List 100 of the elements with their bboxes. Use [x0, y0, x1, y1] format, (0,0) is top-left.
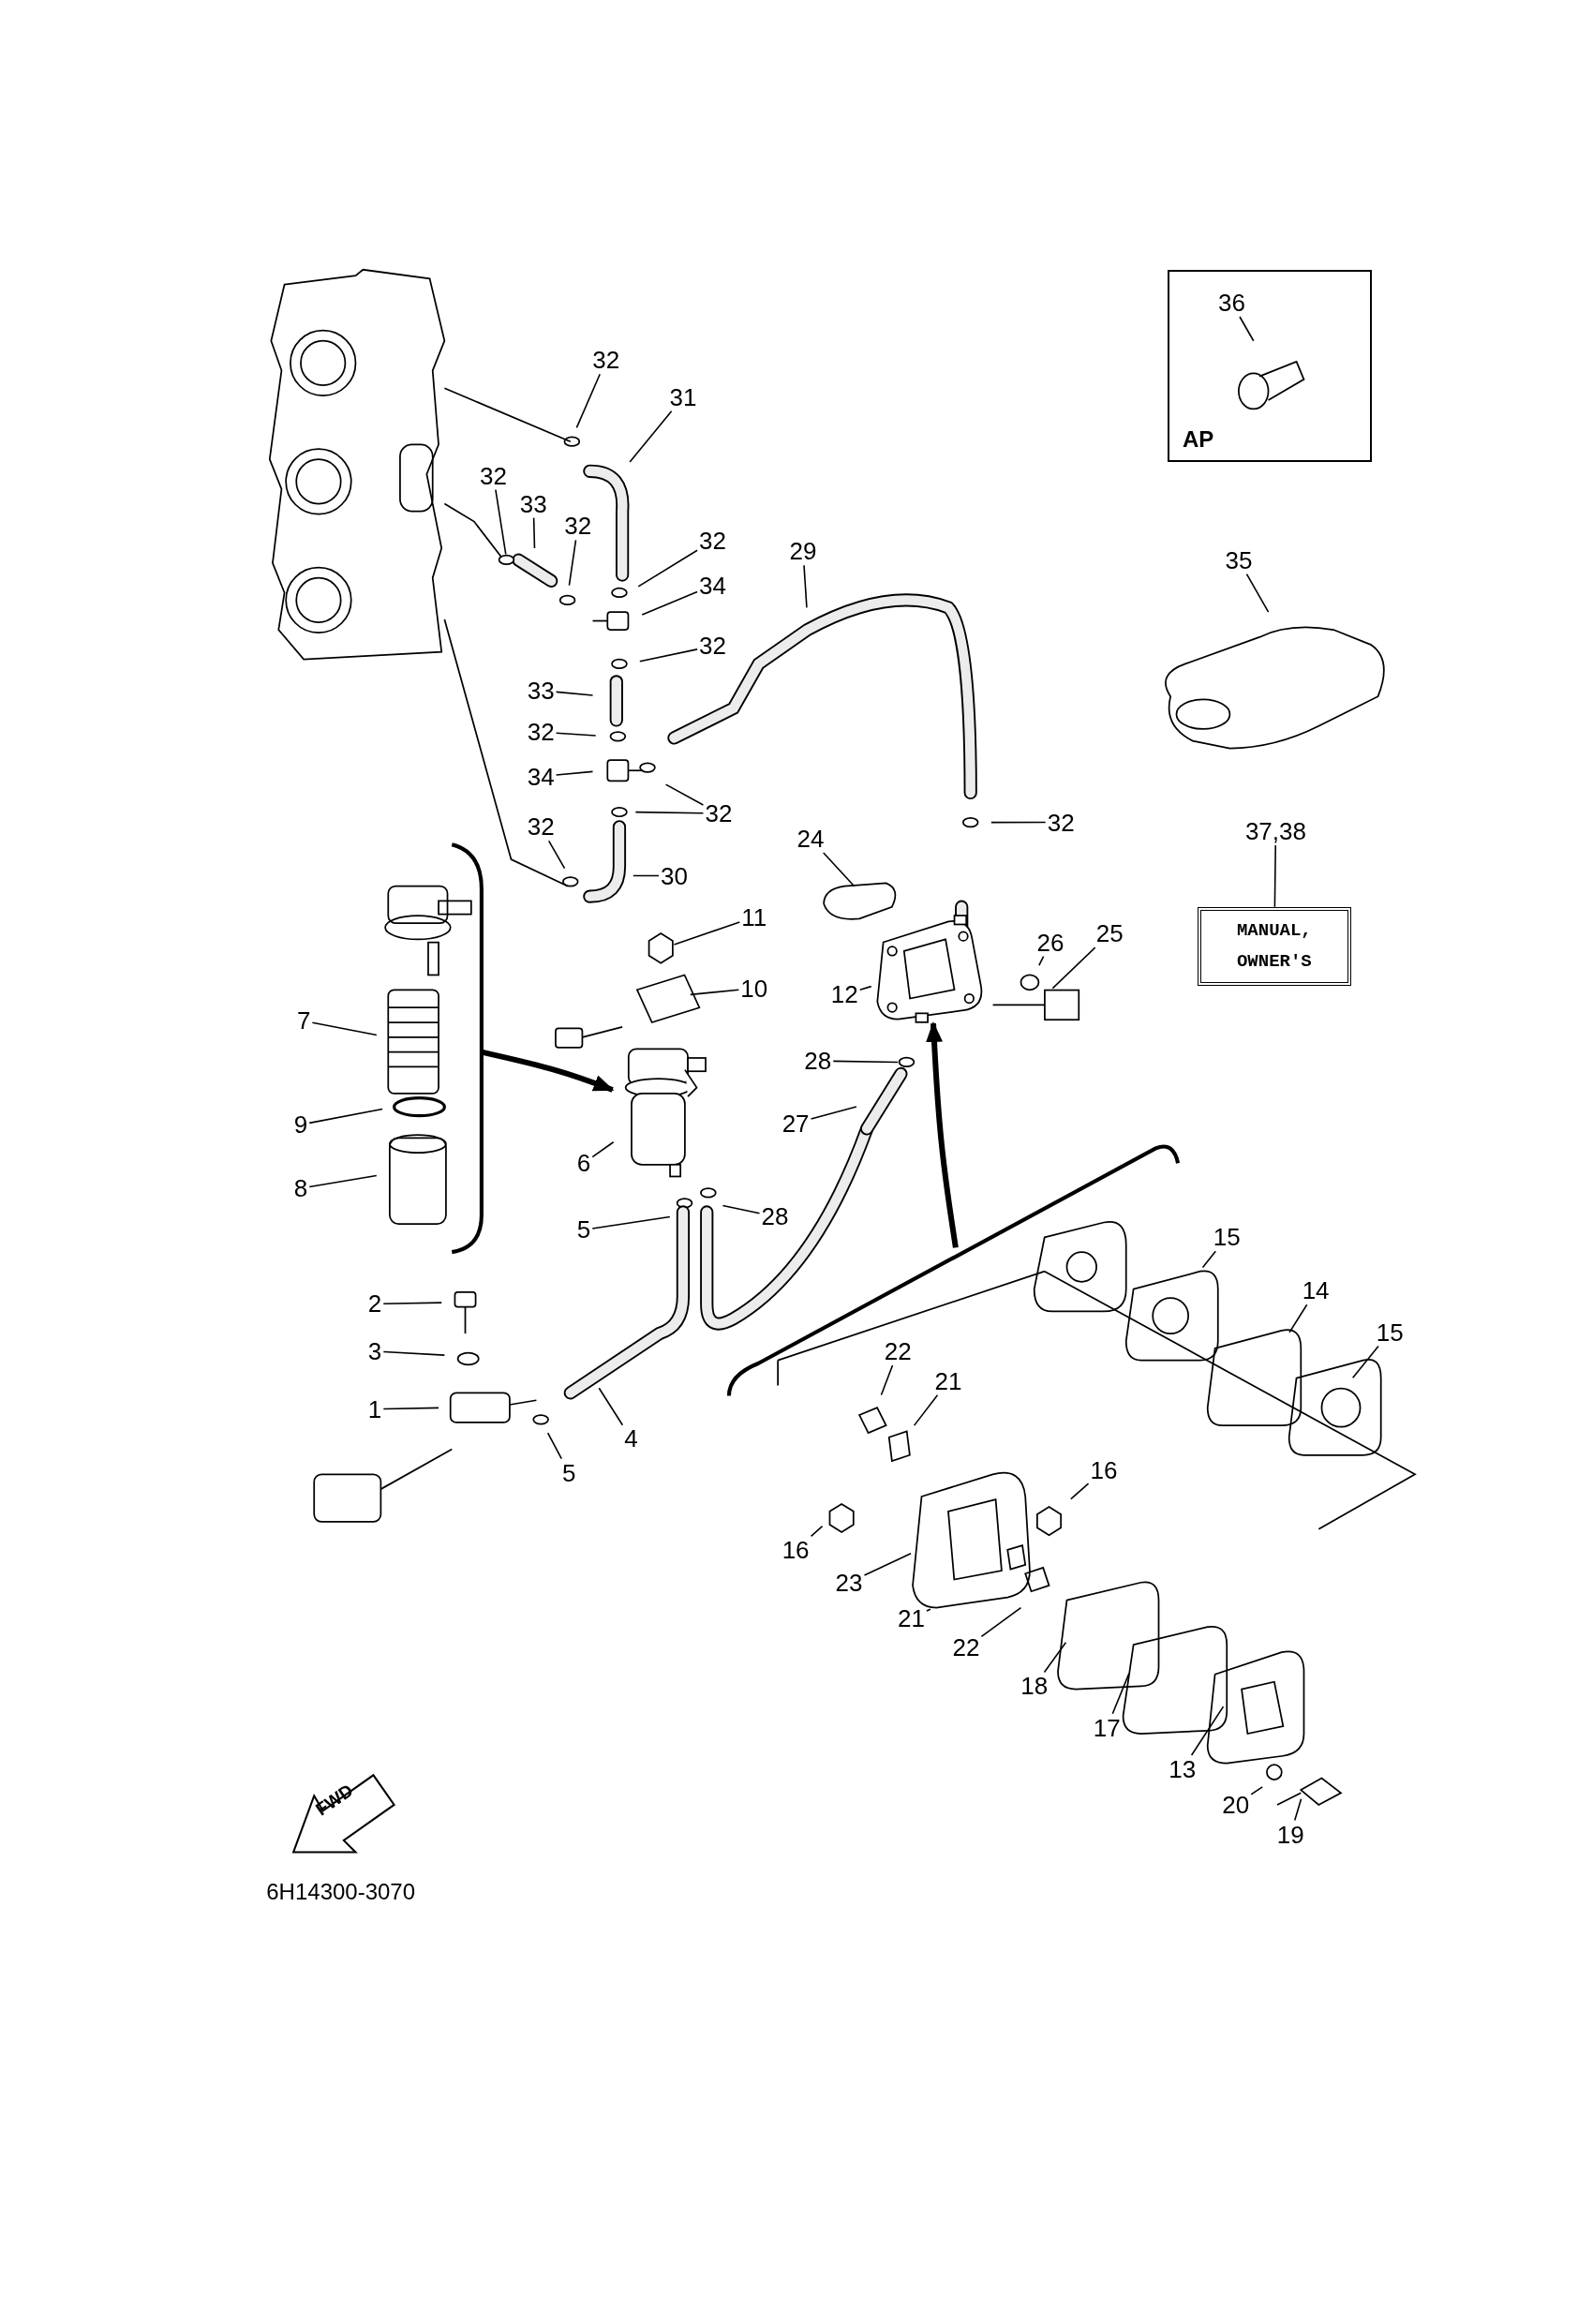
callout-number: 33 — [519, 491, 547, 516]
hose-clamp-ring — [498, 554, 516, 566]
callout-number: 5 — [561, 1460, 576, 1485]
callout-number: 16 — [782, 1537, 810, 1562]
callout-number: 25 — [1095, 921, 1124, 946]
leader-line — [926, 1608, 931, 1612]
callout-number: 22 — [884, 1339, 912, 1364]
leader-line — [1070, 1482, 1090, 1500]
drawing-number: 6H14300-3070 — [266, 1879, 416, 1906]
callout-number: 14 — [1302, 1278, 1330, 1304]
leader-line — [382, 1302, 442, 1305]
callout-number: 32 — [1047, 810, 1075, 835]
leader-line — [637, 549, 698, 588]
callout-number: 32 — [592, 348, 620, 373]
leader-line — [634, 811, 705, 814]
callout-number: 6 — [576, 1151, 591, 1176]
leader-line — [308, 1108, 383, 1125]
leader-line — [880, 1364, 894, 1396]
callout-number: 21 — [898, 1605, 925, 1631]
inset-panel — [1168, 269, 1373, 463]
callout-number: 2 — [367, 1291, 382, 1317]
leader-line — [1288, 1304, 1308, 1333]
callout-number: 27 — [782, 1110, 810, 1136]
leader-line — [495, 488, 507, 556]
callout-number: 32 — [527, 720, 555, 745]
callout-number: 37,38 — [1244, 819, 1306, 844]
leader-line — [1273, 844, 1277, 908]
leader-line — [382, 1350, 446, 1356]
leader-line — [598, 1387, 624, 1426]
leader-line — [1293, 1798, 1303, 1822]
leader-line — [1111, 1673, 1130, 1715]
callout-number: 32 — [699, 633, 726, 659]
leader-line — [810, 1106, 857, 1120]
leader-line — [555, 691, 594, 696]
leader-line — [547, 840, 566, 870]
callout-number: 35 — [1225, 547, 1253, 573]
leader-line — [1051, 946, 1096, 990]
leader-line — [1043, 1641, 1067, 1674]
leader-line — [641, 590, 698, 616]
callout-number: 32 — [705, 801, 733, 827]
callout-number: 21 — [934, 1368, 962, 1393]
callout-number: 9 — [293, 1112, 308, 1138]
leader-line — [633, 874, 660, 877]
leader-line — [673, 921, 741, 946]
leader-line — [382, 1407, 439, 1410]
callout-number: 17 — [1093, 1715, 1121, 1740]
arrow — [481, 1049, 615, 1093]
callout-number: 5 — [576, 1217, 591, 1243]
leader-line — [664, 783, 705, 806]
callout-number: 32 — [527, 814, 555, 840]
callout-number: 11 — [741, 904, 767, 930]
leader-line — [546, 1432, 563, 1460]
nut-drawing — [648, 933, 675, 965]
callout-number: 28 — [804, 1049, 832, 1074]
callout-number: 26 — [1036, 930, 1064, 955]
leader-line — [629, 410, 673, 463]
callout-number: 28 — [761, 1204, 789, 1229]
callout-number: 18 — [1020, 1674, 1049, 1699]
callout-number: 32 — [480, 463, 507, 488]
leader-line — [1351, 1345, 1379, 1378]
leader-line — [722, 1204, 761, 1214]
leader-line — [990, 821, 1047, 824]
callout-number: 3 — [367, 1339, 382, 1364]
leader-line — [532, 516, 536, 549]
leader-line — [311, 1021, 378, 1036]
leader-line — [308, 1174, 378, 1188]
callout-number: 19 — [1276, 1822, 1304, 1847]
callout-number: 33 — [527, 678, 555, 703]
leader-line — [555, 770, 594, 776]
leader-line — [1245, 573, 1270, 613]
callout-number: 36 — [1217, 290, 1245, 315]
leader-line — [810, 1525, 824, 1538]
callout-number: 32 — [699, 529, 726, 554]
arrow — [926, 1021, 959, 1248]
callout-number: 7 — [296, 1008, 311, 1034]
leader-line — [639, 648, 698, 663]
callout-number: 31 — [669, 384, 697, 410]
leader-line — [980, 1606, 1022, 1638]
leader-line — [913, 1393, 939, 1426]
leader-line — [690, 989, 740, 996]
callout-number: 32 — [564, 514, 592, 539]
callout-number: 4 — [624, 1426, 638, 1452]
leader-line — [591, 1215, 671, 1229]
leader-line — [858, 985, 872, 991]
callout-number: 24 — [796, 826, 825, 851]
callout-number: 16 — [1090, 1457, 1118, 1482]
panel-label: AP — [1183, 426, 1214, 454]
callout-number: 15 — [1376, 1319, 1404, 1345]
leader-line — [822, 852, 856, 887]
leader-line — [1250, 1786, 1263, 1795]
callout-number: 15 — [1213, 1225, 1241, 1250]
leader-line — [568, 539, 577, 587]
callout-number: 8 — [293, 1176, 308, 1201]
callout-number: 10 — [740, 976, 768, 1001]
callout-number: 20 — [1222, 1792, 1250, 1817]
callout-number: 12 — [830, 982, 858, 1006]
callout-number: 30 — [661, 863, 688, 888]
bolt-drawing — [990, 988, 1080, 1021]
leader-line — [591, 1140, 615, 1158]
leader-line — [803, 564, 808, 609]
